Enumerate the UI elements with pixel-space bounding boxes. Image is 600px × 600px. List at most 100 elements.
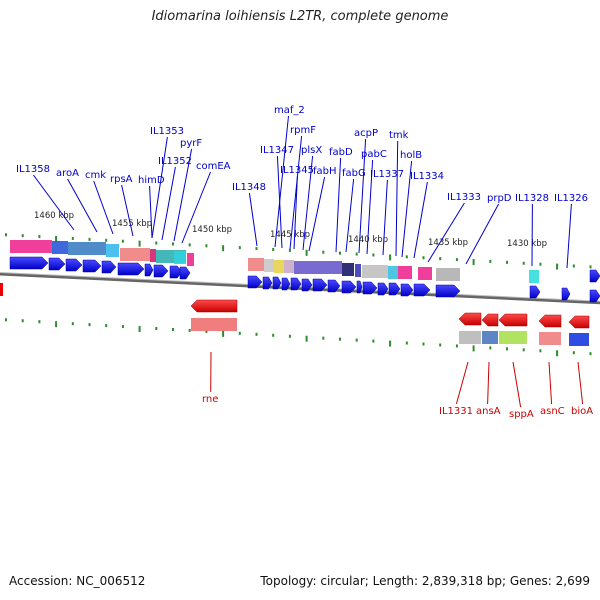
forward-gene-label: comEA	[196, 161, 231, 172]
scale-tick-lower	[305, 335, 308, 342]
forward-gene-label: pyrF	[180, 138, 202, 149]
scale-tick-lower	[255, 332, 258, 336]
reverse-gene-label: bioA	[571, 406, 593, 417]
forward-gene-label: IL1328	[515, 193, 549, 204]
forward-gene-label: IL1337	[370, 169, 404, 180]
scale-tick-upper	[455, 258, 458, 262]
reverse-gene-arrow	[190, 299, 238, 313]
forward-gene-arrow	[290, 277, 302, 291]
cog-block-reverse	[482, 331, 498, 344]
reverse-gene-label: asnC	[540, 406, 565, 417]
scale-tick-lower	[238, 331, 241, 335]
cog-block	[264, 259, 274, 272]
forward-gene-leader	[149, 185, 153, 239]
forward-gene-leader	[358, 138, 367, 254]
forward-gene-leader	[302, 155, 314, 251]
cog-block-reverse	[569, 333, 589, 346]
scale-tick-lower	[121, 325, 124, 329]
forward-gene-leader	[173, 148, 193, 242]
forward-gene-label: IL1345	[280, 165, 314, 176]
forward-gene-leader	[67, 178, 98, 233]
cog-block	[274, 260, 284, 273]
reverse-gene-arrow	[481, 313, 499, 327]
forward-gene-leader	[151, 136, 168, 239]
cog-block	[52, 241, 68, 254]
scale-tick-lower	[188, 328, 191, 332]
forward-gene-arrow	[281, 277, 291, 291]
scale-tick-upper	[305, 249, 308, 256]
scale-tick-upper	[5, 233, 7, 237]
scale-tick-upper	[272, 247, 275, 251]
cog-block	[388, 266, 398, 279]
forward-gene-leader	[465, 203, 500, 265]
forward-gene-arrow	[153, 264, 169, 278]
cog-block	[174, 251, 186, 264]
scale-tick-lower	[489, 346, 492, 350]
scale-tick-upper	[205, 244, 208, 248]
reverse-gene-leader	[487, 361, 490, 405]
scale-tick-lower	[155, 327, 158, 331]
scale-tick-upper	[372, 253, 375, 257]
scale-tick-lower	[522, 348, 525, 352]
forward-gene-label: aroA	[56, 168, 79, 179]
forward-gene-label: maf_2	[274, 105, 305, 116]
scale-tick-lower	[322, 336, 325, 340]
scale-tick-upper	[55, 236, 58, 243]
forward-gene-arrow	[413, 283, 431, 297]
forward-gene-label: plsX	[301, 145, 322, 156]
scale-tick-upper	[339, 251, 341, 255]
forward-gene-leader	[276, 155, 283, 249]
forward-gene-arrow	[144, 263, 154, 277]
forward-gene-leader	[181, 171, 211, 244]
forward-gene-arrow	[400, 283, 414, 297]
forward-gene-arrow	[589, 289, 600, 303]
scale-tick-upper	[88, 237, 91, 241]
scale-tick-lower	[572, 351, 575, 355]
forward-gene-label: cmk	[85, 170, 106, 181]
scale-tick-upper	[489, 259, 492, 263]
accession-text: Accession: NC_006512	[9, 574, 146, 588]
scale-tick-upper	[38, 235, 41, 239]
scale-tick-lower	[372, 339, 375, 343]
cog-block	[187, 253, 194, 266]
forward-gene-arrow	[101, 260, 117, 274]
forward-gene-label: rpmF	[290, 125, 316, 136]
forward-gene-label: fabD	[329, 147, 353, 158]
cog-block	[248, 258, 264, 271]
forward-gene-label: IL1358	[16, 164, 50, 175]
forward-gene-label: IL1347	[260, 145, 294, 156]
reverse-gene-label: IL1331	[439, 406, 473, 417]
forward-gene-arrow	[48, 257, 66, 271]
scale-tick-lower	[5, 318, 7, 322]
forward-gene-label: IL1333	[447, 192, 481, 203]
forward-gene-leader	[345, 178, 355, 253]
scale-tick-lower	[556, 350, 559, 357]
scale-tick-upper	[539, 262, 542, 266]
scale-tick-lower	[222, 330, 225, 337]
cog-block	[150, 249, 156, 262]
scale-tick-lower	[105, 324, 108, 328]
reverse-gene-arrow-edge	[0, 283, 3, 296]
forward-gene-label: IL1326	[554, 193, 588, 204]
reverse-gene-arrow	[498, 313, 528, 327]
cog-block	[355, 264, 361, 277]
scale-label: 1445 kbp	[270, 230, 310, 240]
scale-tick-lower	[55, 321, 58, 328]
cog-block	[294, 261, 342, 274]
scale-tick-lower	[205, 329, 208, 333]
forward-gene-arrow	[529, 285, 541, 299]
scale-label: 1450 kbp	[192, 225, 232, 235]
forward-gene-label: IL1348	[232, 182, 266, 193]
forward-gene-leader	[395, 140, 399, 257]
scale-tick-upper	[322, 250, 325, 254]
scale-tick-upper	[506, 260, 508, 264]
cog-block	[342, 263, 354, 276]
scale-tick-upper	[172, 242, 174, 246]
forward-gene-arrow	[169, 265, 183, 279]
genome-summary-text: Topology: circular; Length: 2,839,318 bp…	[260, 574, 590, 588]
scale-tick-upper	[222, 245, 225, 252]
cog-block	[68, 242, 106, 255]
reverse-gene-leader	[512, 361, 522, 408]
scale-tick-upper	[422, 256, 425, 260]
forward-gene-leader	[161, 166, 176, 241]
